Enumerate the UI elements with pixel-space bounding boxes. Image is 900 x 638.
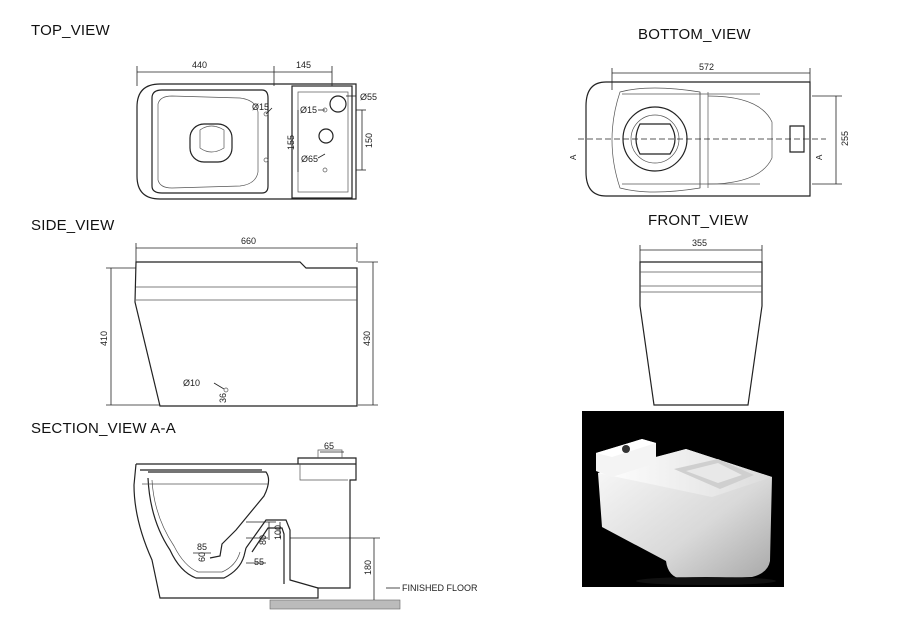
dim-410: 410	[99, 331, 109, 346]
dim-section-80: 80	[258, 535, 268, 545]
dim-440: 440	[192, 60, 207, 70]
dim-255: 255	[840, 131, 850, 146]
side-view-drawing: 660 410 430 Ø10 36	[99, 236, 378, 407]
section-view-title: SECTION_VIEW A-A	[31, 420, 176, 437]
side-view-title: SIDE_VIEW	[31, 217, 115, 234]
dim-150: 150	[364, 133, 374, 148]
dim-155: 155	[286, 135, 296, 150]
dim-section-55: 55	[254, 557, 264, 567]
dim-572: 572	[699, 62, 714, 72]
dim-36: 36	[218, 393, 228, 403]
bottom-view-title: BOTTOM_VIEW	[638, 26, 751, 43]
dim-section-100: 100	[273, 525, 283, 540]
dim-145: 145	[296, 60, 311, 70]
dim-d10: Ø10	[183, 378, 200, 388]
dim-660: 660	[241, 236, 256, 246]
section-marker-right: A	[815, 154, 824, 160]
front-view-drawing: 355	[639, 238, 763, 406]
front-view-title: FRONT_VIEW	[648, 212, 749, 229]
dim-section-180: 180	[363, 560, 373, 575]
dim-d15-a: Ø15	[252, 102, 269, 112]
bottom-view-drawing: 572 255 A A	[569, 62, 850, 197]
dim-section-85: 85	[197, 542, 207, 552]
dim-355: 355	[692, 238, 707, 248]
section-view-drawing: 65 85 60 80 100 55 180 FINISHED FLOOR	[133, 441, 478, 610]
product-render-image	[582, 411, 784, 587]
top-view-drawing: 440 145 Ø15 Ø55 Ø15 Ø65 155 150	[136, 60, 377, 200]
dim-d55: Ø55	[360, 92, 377, 102]
dim-430: 430	[362, 331, 372, 346]
top-view-title: TOP_VIEW	[31, 22, 110, 39]
dim-d65: Ø65	[301, 154, 318, 164]
dim-section-60: 60	[197, 552, 207, 562]
finished-floor-label: FINISHED FLOOR	[402, 583, 478, 593]
section-marker-left: A	[569, 154, 578, 160]
dim-section-65: 65	[324, 441, 334, 451]
dim-d15-b: Ø15	[300, 105, 317, 115]
